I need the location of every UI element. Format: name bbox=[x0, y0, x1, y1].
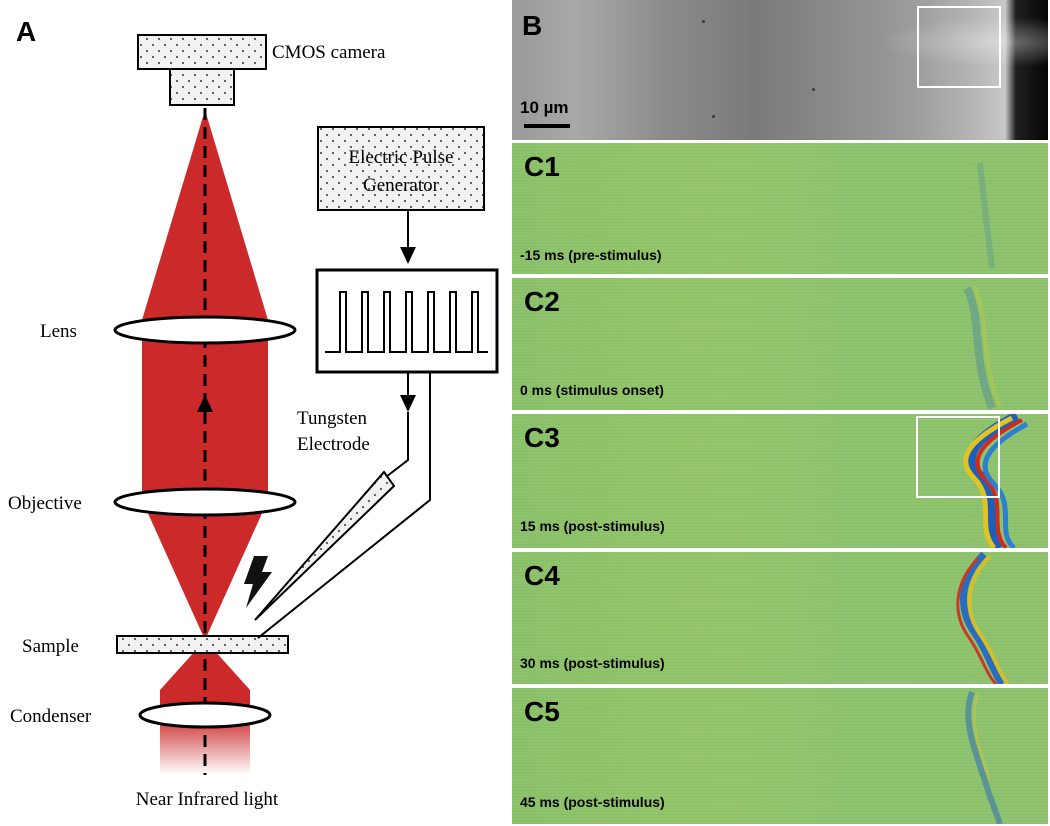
lens-element bbox=[113, 315, 297, 345]
panel-c2-title: C2 bbox=[524, 286, 560, 317]
panel-c1-title: C1 bbox=[524, 151, 560, 182]
electrode-label-line1: Tungsten bbox=[297, 408, 368, 429]
panel-c5-caption: 45 ms (post-stimulus) bbox=[520, 794, 665, 810]
panel-c2: C2 0 ms (stimulus onset) bbox=[512, 278, 1048, 410]
tungsten-electrode bbox=[254, 470, 396, 621]
camera-base bbox=[169, 68, 235, 106]
panel-b-letter: B bbox=[522, 10, 543, 41]
condenser-element bbox=[138, 701, 272, 729]
camera-label: CMOS camera bbox=[272, 42, 386, 63]
panel-c4-caption: 30 ms (post-stimulus) bbox=[520, 655, 665, 671]
lightning-bolt-icon bbox=[244, 556, 272, 608]
lens-label: Lens bbox=[40, 321, 77, 342]
panel-c1-caption: -15 ms (pre-stimulus) bbox=[520, 247, 662, 263]
pulse-train-waveform bbox=[325, 291, 488, 353]
electrode-label-line2: Electrode bbox=[297, 434, 370, 455]
scale-bar-label: 10 µm bbox=[520, 98, 569, 117]
pulse-generator-box bbox=[317, 126, 485, 211]
panel-a-letter: A bbox=[16, 16, 37, 47]
c3-region-of-interest-box bbox=[916, 416, 1000, 498]
arrow-down-icon bbox=[400, 247, 416, 264]
axis-arrow-icon bbox=[197, 395, 213, 412]
panel-c4: C4 30 ms (post-stimulus) bbox=[512, 552, 1048, 684]
near-infrared-light-label: Near Infrared light bbox=[136, 789, 279, 810]
pulse-generator-label-line2: Generator bbox=[363, 175, 440, 196]
panel-c4-title: C4 bbox=[524, 560, 560, 591]
condenser-label: Condenser bbox=[10, 706, 92, 727]
pulse-generator-label-line1: Electric Pulse bbox=[349, 147, 454, 168]
sample-label: Sample bbox=[22, 636, 79, 657]
arrow-down-icon-2 bbox=[400, 395, 416, 412]
scale-bar bbox=[524, 124, 570, 128]
panel-b-microscope-image: B 10 µm bbox=[512, 0, 1048, 140]
panel-c5-title: C5 bbox=[524, 696, 560, 727]
panel-c3-title: C3 bbox=[524, 422, 560, 453]
objective-label: Objective bbox=[8, 493, 82, 514]
sample-slide bbox=[116, 635, 289, 654]
region-of-interest-box bbox=[917, 6, 1001, 88]
panel-c2-caption: 0 ms (stimulus onset) bbox=[520, 382, 664, 398]
optical-setup-diagram: CMOS camera Electric Pulse Generator Len… bbox=[8, 34, 499, 810]
objective-element bbox=[113, 487, 297, 517]
panel-c3: C3 15 ms (post-stimulus) bbox=[512, 414, 1048, 548]
panel-c5: C5 45 ms (post-stimulus) bbox=[512, 688, 1048, 824]
camera-body bbox=[137, 34, 267, 70]
beam-lower bbox=[160, 640, 250, 715]
panel-c1: C1 -15 ms (pre-stimulus) bbox=[512, 143, 1048, 274]
panel-c3-caption: 15 ms (post-stimulus) bbox=[520, 518, 665, 534]
